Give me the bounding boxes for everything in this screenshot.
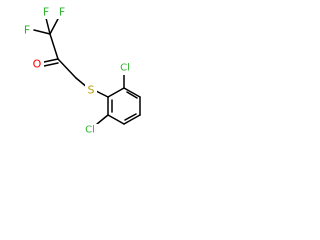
bonds <box>33 16 141 125</box>
ring-double-1 <box>126 91 138 99</box>
bond-cf3-carbonyl <box>49 33 59 60</box>
atom-fluorine-right: F <box>59 6 65 19</box>
bond-ring-cl-bottom <box>96 114 109 125</box>
atom-chlorine-bottom: Cl <box>85 125 95 136</box>
bond-cf3-f-left <box>33 29 51 35</box>
atom-sulfur: S <box>88 84 95 97</box>
atom-fluorine-top: F <box>43 6 49 19</box>
molecule-structure: F F F O S Cl Cl <box>21 6 141 137</box>
bond-s-ring <box>95 90 109 98</box>
ring-bond-1 <box>107 87 125 98</box>
bond-cf3-f-top <box>45 17 51 35</box>
atom-oxygen: O <box>33 58 42 71</box>
bond-carbonyl-o-1 <box>43 58 59 63</box>
bond-cf3-f-bottom <box>49 16 60 35</box>
bond-carbonyl-ch2 <box>57 58 77 79</box>
atom-fluorine-left: F <box>24 24 30 37</box>
ring-bond-2 <box>123 87 141 98</box>
ring-bond-4 <box>123 114 141 125</box>
atom-labels: F F F O S Cl Cl <box>21 6 133 137</box>
atom-chlorine-top: Cl <box>120 63 130 74</box>
ring-bond-5 <box>107 114 125 125</box>
bond-carbonyl-o-2 <box>43 62 59 67</box>
ring-double-2 <box>124 113 137 121</box>
